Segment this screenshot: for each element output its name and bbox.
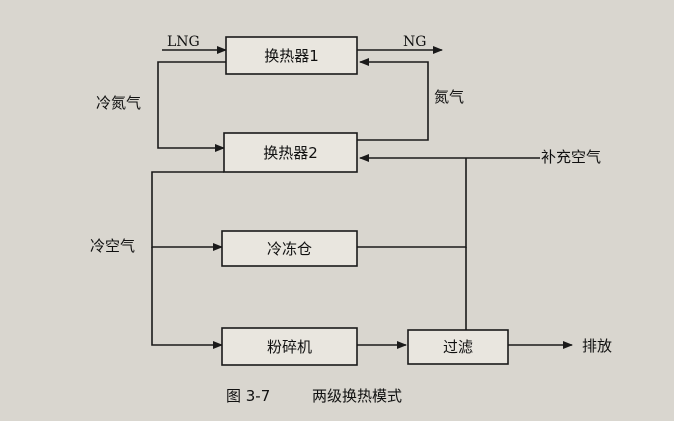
cold-air-label: 冷空气 bbox=[90, 237, 135, 255]
hx2-node: 换热器2 bbox=[223, 132, 358, 173]
hx1-label: 换热器1 bbox=[264, 47, 319, 65]
figure-caption: 图 3-7 两级换热模式 bbox=[226, 387, 402, 405]
crusher-label: 粉碎机 bbox=[267, 338, 312, 356]
freezer-label: 冷冻仓 bbox=[267, 240, 312, 258]
cold-nitrogen-line bbox=[157, 61, 226, 152]
hx1-node: 换热器1 bbox=[225, 36, 358, 75]
filter-box bbox=[407, 329, 509, 365]
lng-label: LNG bbox=[167, 34, 200, 50]
freezer-box bbox=[221, 230, 358, 267]
makeup-air-label: 补充空气 bbox=[541, 148, 601, 166]
caption-title: 两级换热模式 bbox=[312, 387, 402, 405]
crusher-node: 粉碎机 bbox=[221, 327, 358, 366]
hx2-label: 换热器2 bbox=[263, 144, 318, 162]
caption-number: 图 3-7 bbox=[226, 387, 270, 405]
hx2-box bbox=[223, 132, 358, 173]
cold-air-to-crusher-line bbox=[151, 247, 223, 349]
nitrogen-line bbox=[357, 58, 429, 141]
nitrogen-label: 氮气 bbox=[434, 88, 464, 106]
ng-label: NG bbox=[403, 34, 426, 50]
freezer-node: 冷冻仓 bbox=[221, 230, 358, 267]
hx1-box bbox=[225, 36, 358, 75]
cold-nitrogen-label: 冷氮气 bbox=[96, 94, 141, 112]
filter-label: 过滤 bbox=[443, 338, 473, 356]
exhaust-label: 排放 bbox=[582, 337, 612, 355]
cold-air-to-freezer-line bbox=[151, 171, 224, 251]
filter-return-line bbox=[357, 158, 467, 248]
filter-node: 过滤 bbox=[407, 329, 509, 365]
crusher-box bbox=[221, 327, 358, 366]
connectors bbox=[151, 46, 573, 349]
